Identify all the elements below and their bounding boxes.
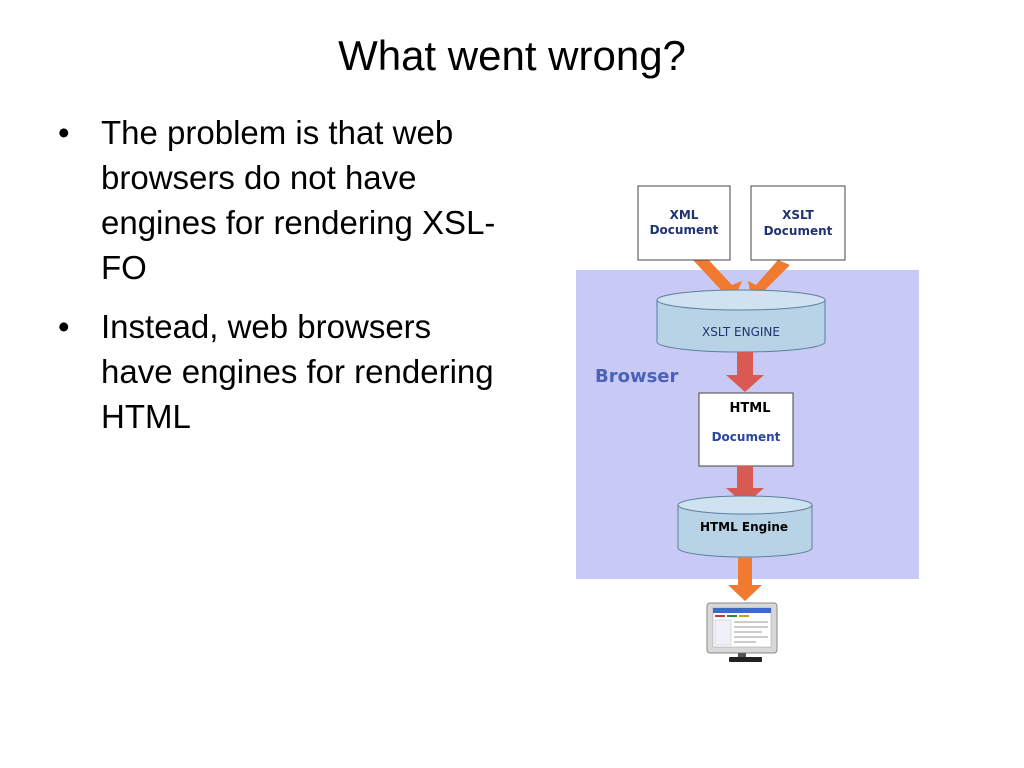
arrow-engine-to-screen-icon	[728, 557, 762, 601]
bullet-item: • Instead, web browsers have engines for…	[56, 304, 496, 439]
html-document-box	[698, 392, 794, 467]
bullet-item: • The problem is that web browsers do no…	[56, 110, 496, 290]
xslt-document-line1: XSLT	[782, 208, 815, 222]
xslt-engine-cylinder-top	[656, 289, 826, 311]
html-engine-cylinder	[677, 505, 813, 558]
xml-document-line2: Document	[650, 223, 719, 237]
html-engine-cylinder-top	[677, 495, 813, 515]
arrow-html-to-engine-icon	[726, 466, 764, 505]
xslt-engine-cylinder	[656, 300, 826, 353]
arrow-engine-to-html-icon	[726, 352, 764, 392]
xslt-document-line2: Document	[764, 224, 833, 238]
bullet-dot-icon: •	[58, 114, 70, 151]
xslt-document-box	[750, 185, 846, 261]
xml-document-box	[637, 185, 731, 261]
bullet-list: • The problem is that web browsers do no…	[56, 110, 496, 453]
html-document-line2: Document	[712, 430, 781, 444]
bullet-text: The problem is that web browsers do not …	[101, 114, 496, 286]
monitor-icon	[706, 602, 778, 662]
xslt-engine-label: XSLT ENGINE	[702, 325, 780, 339]
xml-document-line1: XML	[670, 208, 699, 222]
html-engine-label: HTML Engine	[700, 520, 788, 534]
bullet-dot-icon: •	[58, 308, 70, 345]
bullet-text: Instead, web browsers have engines for r…	[101, 308, 494, 435]
browser-label: Browser	[595, 366, 679, 387]
slide-title: What went wrong?	[338, 32, 686, 79]
html-document-line1: HTML	[730, 401, 771, 416]
arrow-xml-to-engine-icon	[693, 255, 742, 300]
